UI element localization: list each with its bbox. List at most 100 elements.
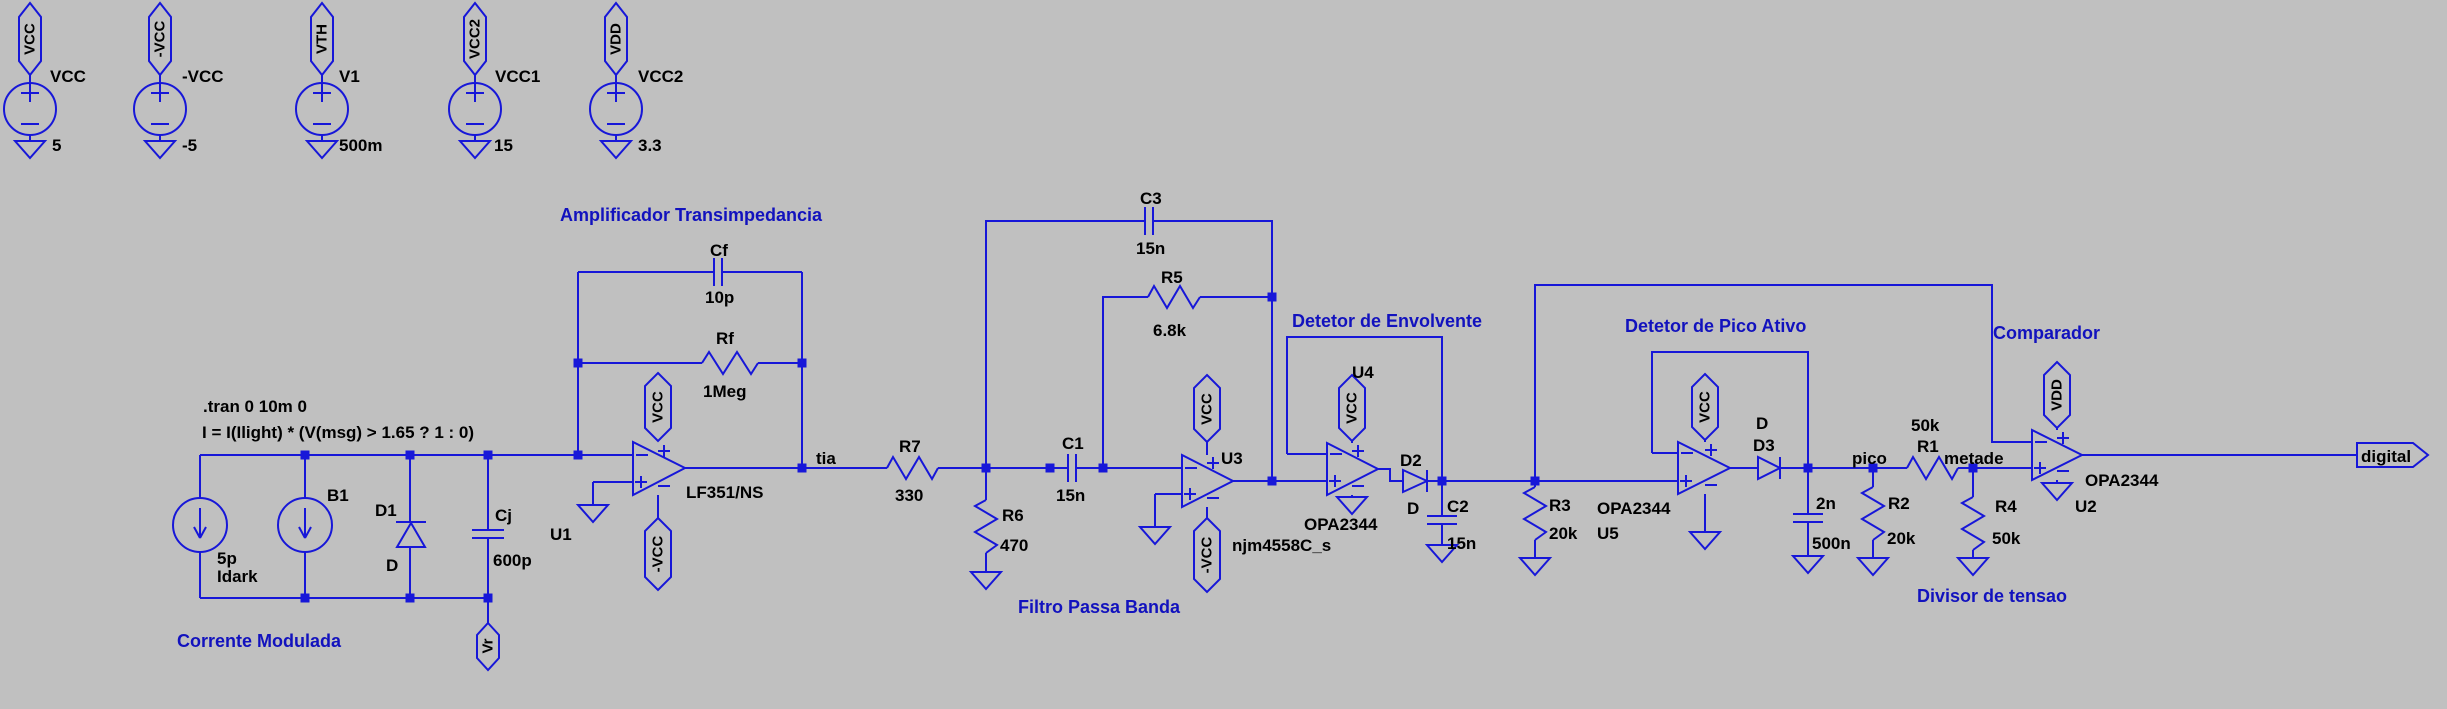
- power-flag-neg-vcc[interactable]: [644, 516, 672, 592]
- rf-value[interactable]: 1Meg: [703, 382, 746, 401]
- u2-model[interactable]: OPA2344: [2085, 471, 2159, 490]
- capacitor-2n[interactable]: 2n 500n: [1792, 494, 1851, 574]
- resistor-r2[interactable]: R2 20k: [1857, 486, 1916, 576]
- opamp-u2[interactable]: VDD OPA2344 U2: [2031, 360, 2159, 516]
- r1-name[interactable]: R1: [1917, 437, 1939, 456]
- diode-d1[interactable]: D1 D: [375, 501, 427, 575]
- u3-name[interactable]: U3: [1221, 449, 1243, 468]
- c2-value[interactable]: 15n: [1447, 534, 1476, 553]
- source-name[interactable]: VCC2: [638, 67, 683, 86]
- source-value[interactable]: -5: [182, 136, 197, 155]
- resistor-symbol[interactable]: [1959, 496, 1986, 551]
- resistor-symbol[interactable]: [1521, 486, 1548, 541]
- r6-value[interactable]: 470: [1000, 536, 1028, 555]
- capacitor-c3[interactable]: C3 15n: [1136, 189, 1165, 258]
- capacitor-symbol[interactable]: [472, 529, 504, 539]
- source-body[interactable]: [448, 82, 502, 136]
- r3-value[interactable]: 20k: [1549, 524, 1578, 543]
- source-name[interactable]: V1: [339, 67, 360, 86]
- r2-value[interactable]: 20k: [1887, 529, 1916, 548]
- r5-value[interactable]: 6.8k: [1153, 321, 1187, 340]
- d3-model[interactable]: D: [1756, 414, 1768, 433]
- u3-model[interactable]: njm4558C_s: [1232, 536, 1331, 555]
- source-body[interactable]: [172, 497, 228, 553]
- u1-name[interactable]: U1: [550, 525, 572, 544]
- b1-name[interactable]: B1: [327, 486, 349, 505]
- r5-name[interactable]: R5: [1161, 268, 1183, 287]
- source-body[interactable]: [295, 82, 349, 136]
- net-label-pico[interactable]: pico: [1852, 449, 1887, 468]
- source-value[interactable]: 500m: [339, 136, 382, 155]
- cf-value[interactable]: 10p: [705, 288, 734, 307]
- opamp-symbol[interactable]: [2031, 428, 2085, 482]
- diode-symbol[interactable]: [1757, 455, 1783, 481]
- net-flag[interactable]: [310, 1, 334, 77]
- u5-model[interactable]: OPA2344: [1597, 499, 1671, 518]
- power-flag-vcc[interactable]: [644, 371, 672, 443]
- voltage-source-neg-vcc[interactable]: -VCC -VCC -5: [133, 1, 224, 159]
- opamp-symbol[interactable]: [1181, 453, 1236, 509]
- resistor-symbol[interactable]: [972, 499, 999, 554]
- net-flag[interactable]: [476, 621, 500, 672]
- cap-name[interactable]: 2n: [1816, 494, 1836, 513]
- resistor-symbol[interactable]: [701, 350, 759, 376]
- r7-value[interactable]: 330: [895, 486, 923, 505]
- cj-name[interactable]: Cj: [495, 506, 512, 525]
- r2-name[interactable]: R2: [1888, 494, 1910, 513]
- current-source-b1[interactable]: B1: [277, 486, 349, 553]
- source-value[interactable]: 15: [494, 136, 513, 155]
- opamp-u4[interactable]: VCC U4 OPA2344: [1304, 363, 1381, 534]
- net-flag[interactable]: [463, 1, 487, 77]
- capacitor-symbol[interactable]: [713, 258, 723, 286]
- opamp-symbol[interactable]: [1326, 441, 1381, 497]
- d2-model[interactable]: D: [1407, 499, 1419, 518]
- source-body[interactable]: [133, 82, 187, 136]
- c3-name[interactable]: C3: [1140, 189, 1162, 208]
- source-value[interactable]: 5: [52, 136, 61, 155]
- current-source-idark[interactable]: 5p Idark: [172, 497, 258, 586]
- u2-name[interactable]: U2: [2075, 497, 2097, 516]
- opamp-symbol[interactable]: [1677, 440, 1733, 496]
- voltage-source-vcc[interactable]: VCC VCC 5: [3, 1, 86, 159]
- power-flag-neg-vcc[interactable]: [1193, 516, 1221, 594]
- resistor-rf[interactable]: Rf 1Meg: [701, 329, 759, 401]
- opamp-symbol[interactable]: [632, 440, 688, 497]
- net-flag-vr[interactable]: Vr: [476, 621, 500, 672]
- source-name[interactable]: -VCC: [182, 67, 224, 86]
- source-value[interactable]: 3.3: [638, 136, 662, 155]
- capacitor-symbol[interactable]: [1427, 515, 1457, 525]
- source-body[interactable]: [589, 82, 643, 136]
- resistor-symbol[interactable]: [886, 454, 939, 482]
- capacitor-c1[interactable]: C1 15n: [1056, 434, 1085, 505]
- r6-name[interactable]: R6: [1002, 506, 1024, 525]
- resistor-r6[interactable]: R6 470: [970, 499, 1028, 590]
- c1-name[interactable]: C1: [1062, 434, 1084, 453]
- diode-d3[interactable]: D D3: [1753, 414, 1783, 481]
- net-label-metade[interactable]: metade: [1944, 449, 2004, 468]
- spice-directive[interactable]: .tran 0 10m 0: [203, 397, 307, 416]
- u1-model[interactable]: LF351/NS: [686, 483, 763, 502]
- idark-name[interactable]: Idark: [217, 567, 258, 586]
- resistor-r5[interactable]: R5 6.8k: [1147, 268, 1201, 340]
- r3-name[interactable]: R3: [1549, 496, 1571, 515]
- source-name[interactable]: VCC: [50, 67, 86, 86]
- diode-d2[interactable]: D2 D: [1400, 451, 1430, 518]
- u5-name[interactable]: U5: [1597, 524, 1619, 543]
- source-body[interactable]: [3, 82, 57, 136]
- power-flag-vdd[interactable]: [2043, 360, 2071, 430]
- d3-name[interactable]: D3: [1753, 436, 1775, 455]
- cj-value[interactable]: 600p: [493, 551, 532, 570]
- opamp-u1[interactable]: VCC -VCC U1 LF351/NS: [550, 371, 763, 592]
- cap-value[interactable]: 500n: [1812, 534, 1851, 553]
- capacitor-cj[interactable]: Cj 600p: [472, 506, 532, 570]
- resistor-r7[interactable]: R7 330: [886, 437, 939, 505]
- behavioral-expression[interactable]: I = I(Ilight) * (V(msg) > 1.65 ? 1 : 0): [202, 423, 474, 442]
- output-port-digital[interactable]: digital: [2356, 442, 2430, 468]
- voltage-source-vth[interactable]: VTH V1 500m: [295, 1, 382, 159]
- power-flag-vcc[interactable]: [1691, 372, 1719, 442]
- port-outline[interactable]: [2356, 442, 2430, 468]
- net-flag[interactable]: [604, 1, 628, 77]
- power-flag-vcc[interactable]: [1338, 373, 1366, 443]
- opamp-u5[interactable]: VCC OPA2344 U5: [1597, 372, 1733, 550]
